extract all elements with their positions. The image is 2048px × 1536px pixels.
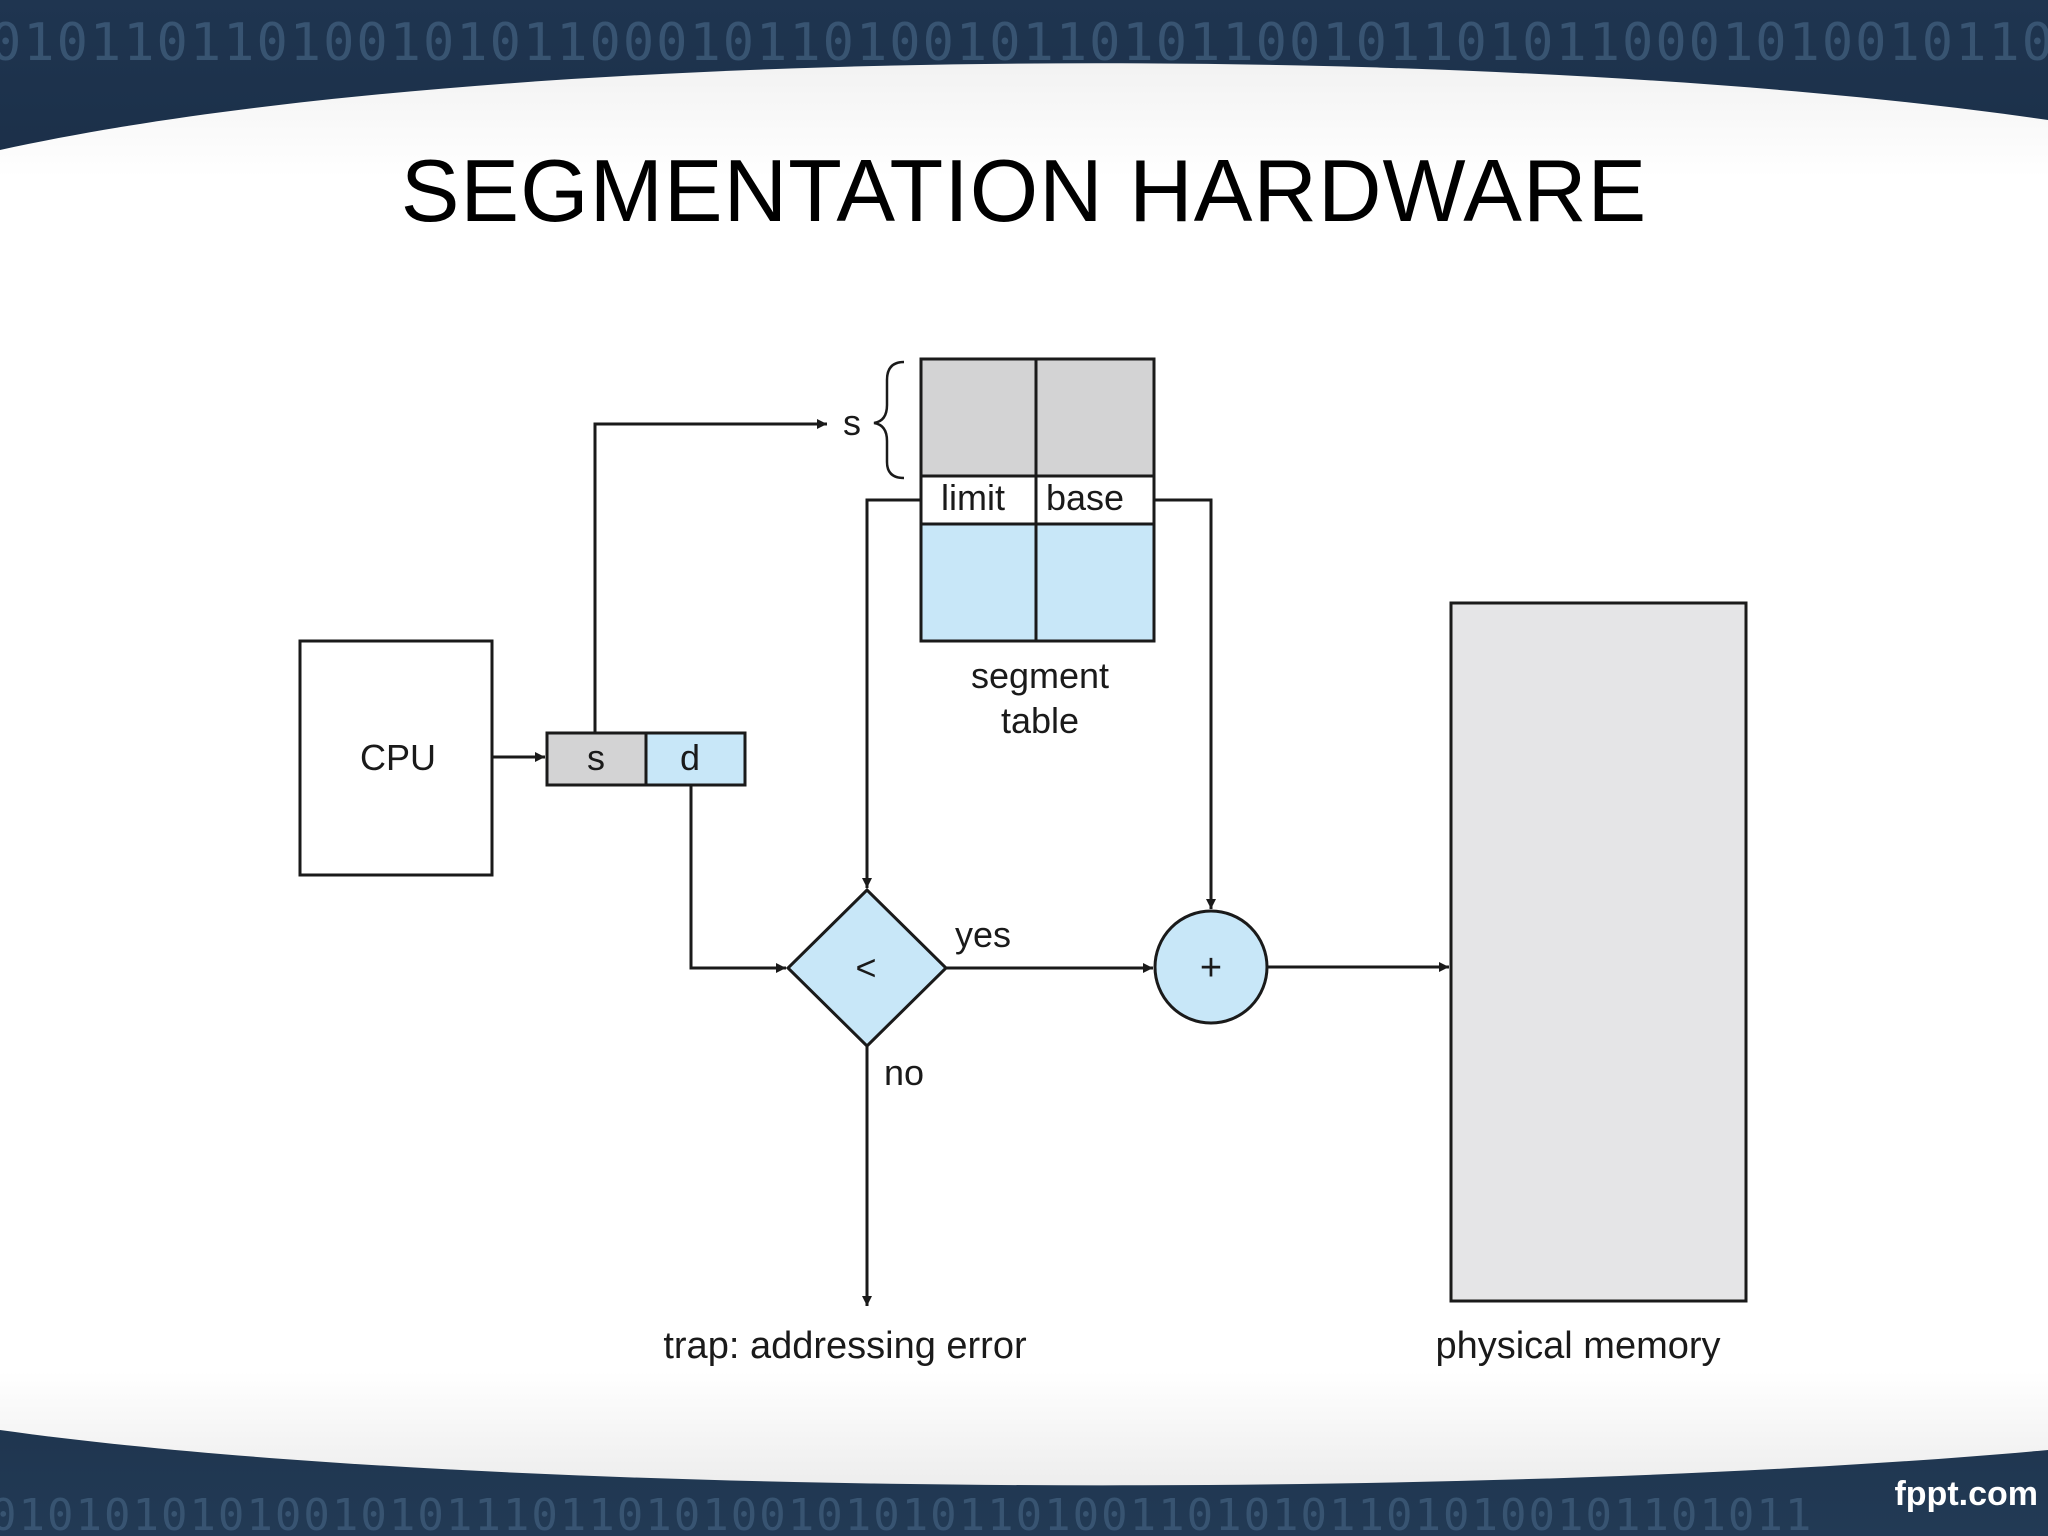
segment-table-upper-base [1034,357,1156,478]
table-header-base: base [1046,477,1124,518]
comparator-symbol: < [855,947,876,988]
arrow-limit-to-comparator [862,498,921,888]
selector-s-label: s [843,402,861,443]
arrow-s-to-table [593,419,827,733]
segment-table-lower-base [1034,522,1156,643]
segment-table-caption-line1: segment [971,655,1109,696]
cpu-box [298,639,494,877]
address-segment-field [545,731,648,787]
segment-table-lower-limit [919,522,1038,643]
address-offset-label: d [680,737,700,778]
yes-label: yes [955,914,1011,955]
slide-title: SEGMENTATION HARDWARE [400,141,1648,240]
address-segment-label: s [587,737,605,778]
arrow-d-to-comparator [689,785,786,973]
binary-pattern-bottom: 0101010101001010111011010100101010110100… [0,1490,1813,1536]
binary-pattern-top: 0101101101001010110001011010010110101100… [0,13,2048,73]
segment-brace [873,360,905,480]
cpu-label: CPU [360,737,436,778]
arrow-base-to-adder [1154,498,1216,909]
address-offset-field [644,731,747,787]
trap-label: trap: addressing error [663,1325,1027,1367]
physical-memory-box [1449,601,1748,1303]
no-label: no [884,1052,924,1093]
adder-symbol: + [1200,947,1222,989]
segment-table-upper-limit [919,357,1038,478]
table-header-limit: limit [941,477,1005,518]
physical-memory-label: physical memory [1435,1325,1720,1367]
credit-text: fppt.com [1894,1475,2038,1513]
segment-table-caption-line2: table [1001,700,1079,741]
